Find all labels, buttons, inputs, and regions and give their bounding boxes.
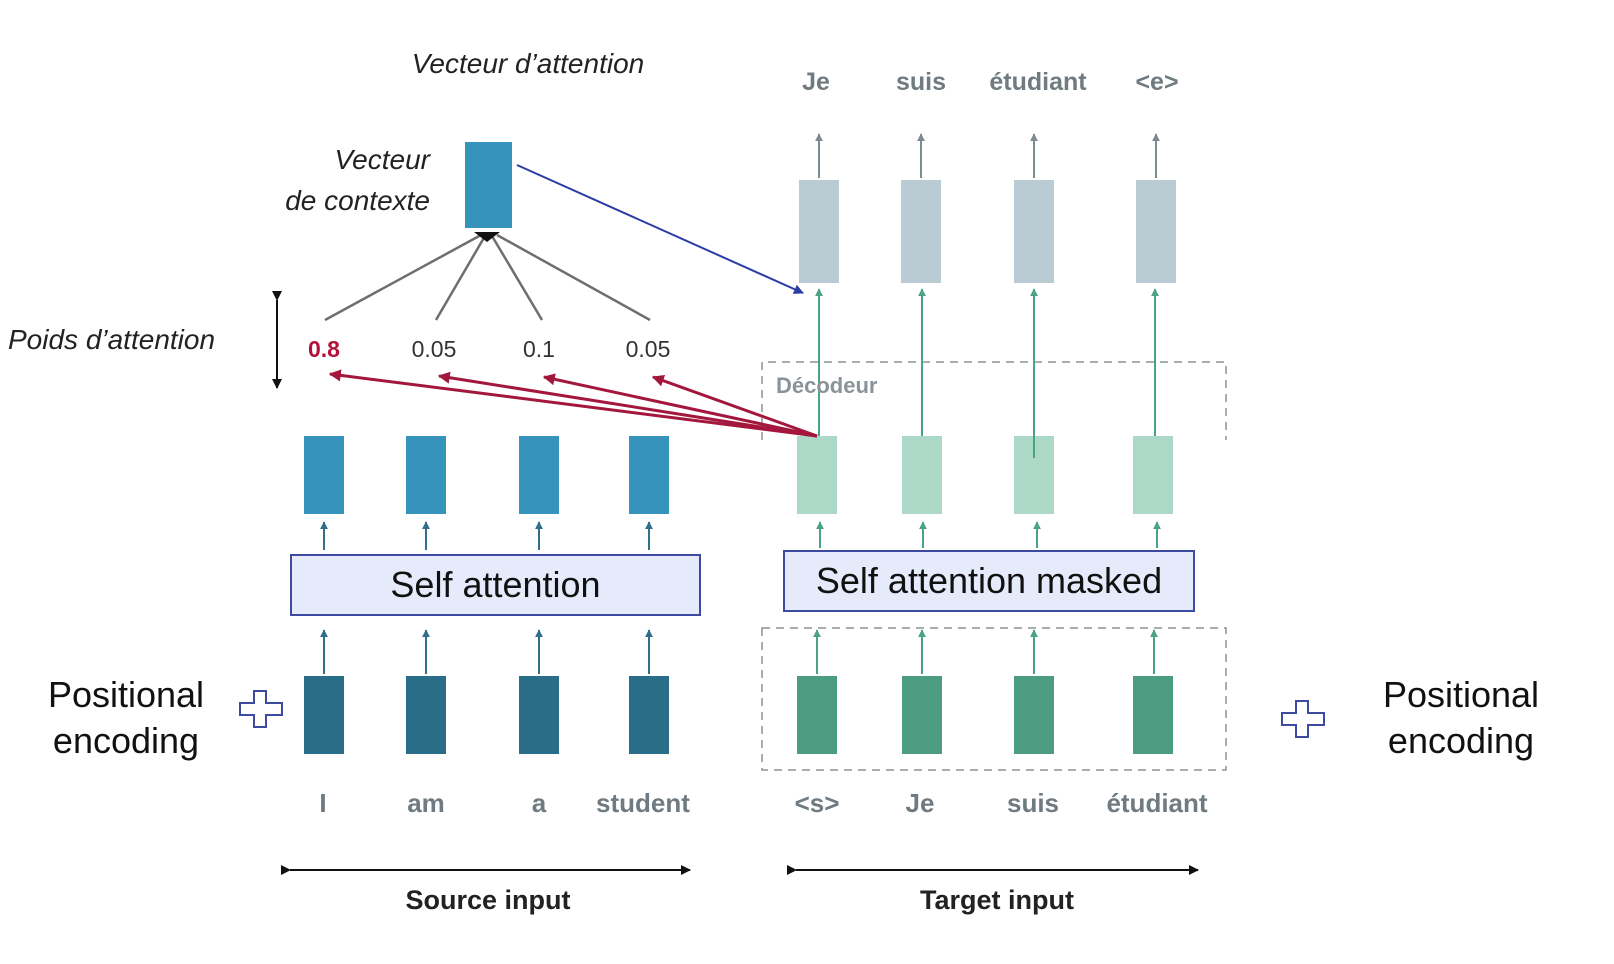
source-input-label: Source input (405, 885, 570, 915)
output-arrows (815, 133, 1160, 178)
decoder-hidden-vector-4 (1133, 436, 1173, 514)
positional-encoding-right-line2: encoding (1387, 720, 1535, 761)
decoder-hidden-vector-1 (797, 436, 837, 514)
decoder-input-vector-2 (902, 676, 942, 754)
decoder-arrows (813, 288, 1161, 674)
decoder-region-upper (761, 361, 1227, 440)
encoder-input-vector-4 (629, 676, 669, 754)
decoder-label: Décodeur (776, 373, 878, 398)
decoder-input-vector-3 (1014, 676, 1054, 754)
encoder-hidden-vector-4 (629, 436, 669, 514)
self-attention-masked-label: Self attention masked (815, 560, 1163, 601)
encoder-input-vector-3 (519, 676, 559, 754)
target-token-2: Je (906, 788, 935, 818)
plus-icon-left (239, 690, 283, 728)
positional-encoding-right-line1: Positional (1382, 674, 1540, 715)
self-attention-label: Self attention (390, 564, 601, 605)
source-token-3: a (532, 788, 547, 818)
target-token-3: suis (1007, 788, 1059, 818)
context-vector (465, 142, 512, 228)
encoder-input-vector-1 (304, 676, 344, 754)
encoder-hidden-vector-1 (304, 436, 344, 514)
output-token-3: étudiant (989, 68, 1087, 96)
context-vector-label-line1: Vecteur (335, 144, 432, 175)
attention-vector-label: Vecteur d’attention (412, 48, 644, 79)
source-token-1: I (319, 788, 326, 818)
decoder-output-vector-1 (799, 180, 839, 283)
self-attention-masked-box: Self attention masked (783, 550, 1195, 612)
attention-weight-4: 0.05 (626, 336, 671, 362)
decoder-output-vector-3 (1014, 180, 1054, 283)
attention-weights-label: Poids d’attention (8, 324, 215, 355)
target-input-label: Target input (920, 885, 1074, 915)
attention-weight-3: 0.1 (523, 336, 555, 362)
context-arrowhead (474, 232, 500, 242)
decoder-input-vector-1 (797, 676, 837, 754)
target-token-4: étudiant (1106, 788, 1207, 818)
decoder-output-vector-2 (901, 180, 941, 283)
weight-to-context-lines (324, 233, 651, 322)
output-token-1: Je (802, 68, 830, 96)
source-token-4: student (596, 788, 690, 818)
context-vector-label-line2: de contexte (285, 185, 430, 216)
attention-weight-1: 0.8 (308, 336, 340, 362)
decoder-hidden-vector-2 (902, 436, 942, 514)
self-attention-box: Self attention (290, 554, 701, 616)
output-token-2: suis (896, 68, 946, 96)
context-to-decoder-arrow (516, 164, 804, 294)
target-token-1: <s> (795, 788, 840, 818)
attention-weight-2: 0.05 (412, 336, 457, 362)
decoder-output-vector-4 (1136, 180, 1176, 283)
positional-encoding-left-line1: Positional (47, 674, 205, 715)
decoder-region-lower (761, 627, 1227, 771)
encoder-input-vector-2 (406, 676, 446, 754)
plus-icon-right (1281, 700, 1325, 738)
attention-score-arrows (328, 369, 818, 438)
encoder-hidden-vector-3 (519, 436, 559, 514)
encoder-arrows (320, 521, 653, 674)
positional-encoding-right: Positional encoding (1366, 672, 1556, 764)
positional-encoding-left: Positional encoding (20, 672, 232, 764)
encoder-hidden-vector-2 (406, 436, 446, 514)
source-token-2: am (407, 788, 445, 818)
positional-encoding-left-line2: encoding (52, 720, 200, 761)
output-token-4: <e> (1135, 68, 1178, 96)
decoder-input-vector-4 (1133, 676, 1173, 754)
